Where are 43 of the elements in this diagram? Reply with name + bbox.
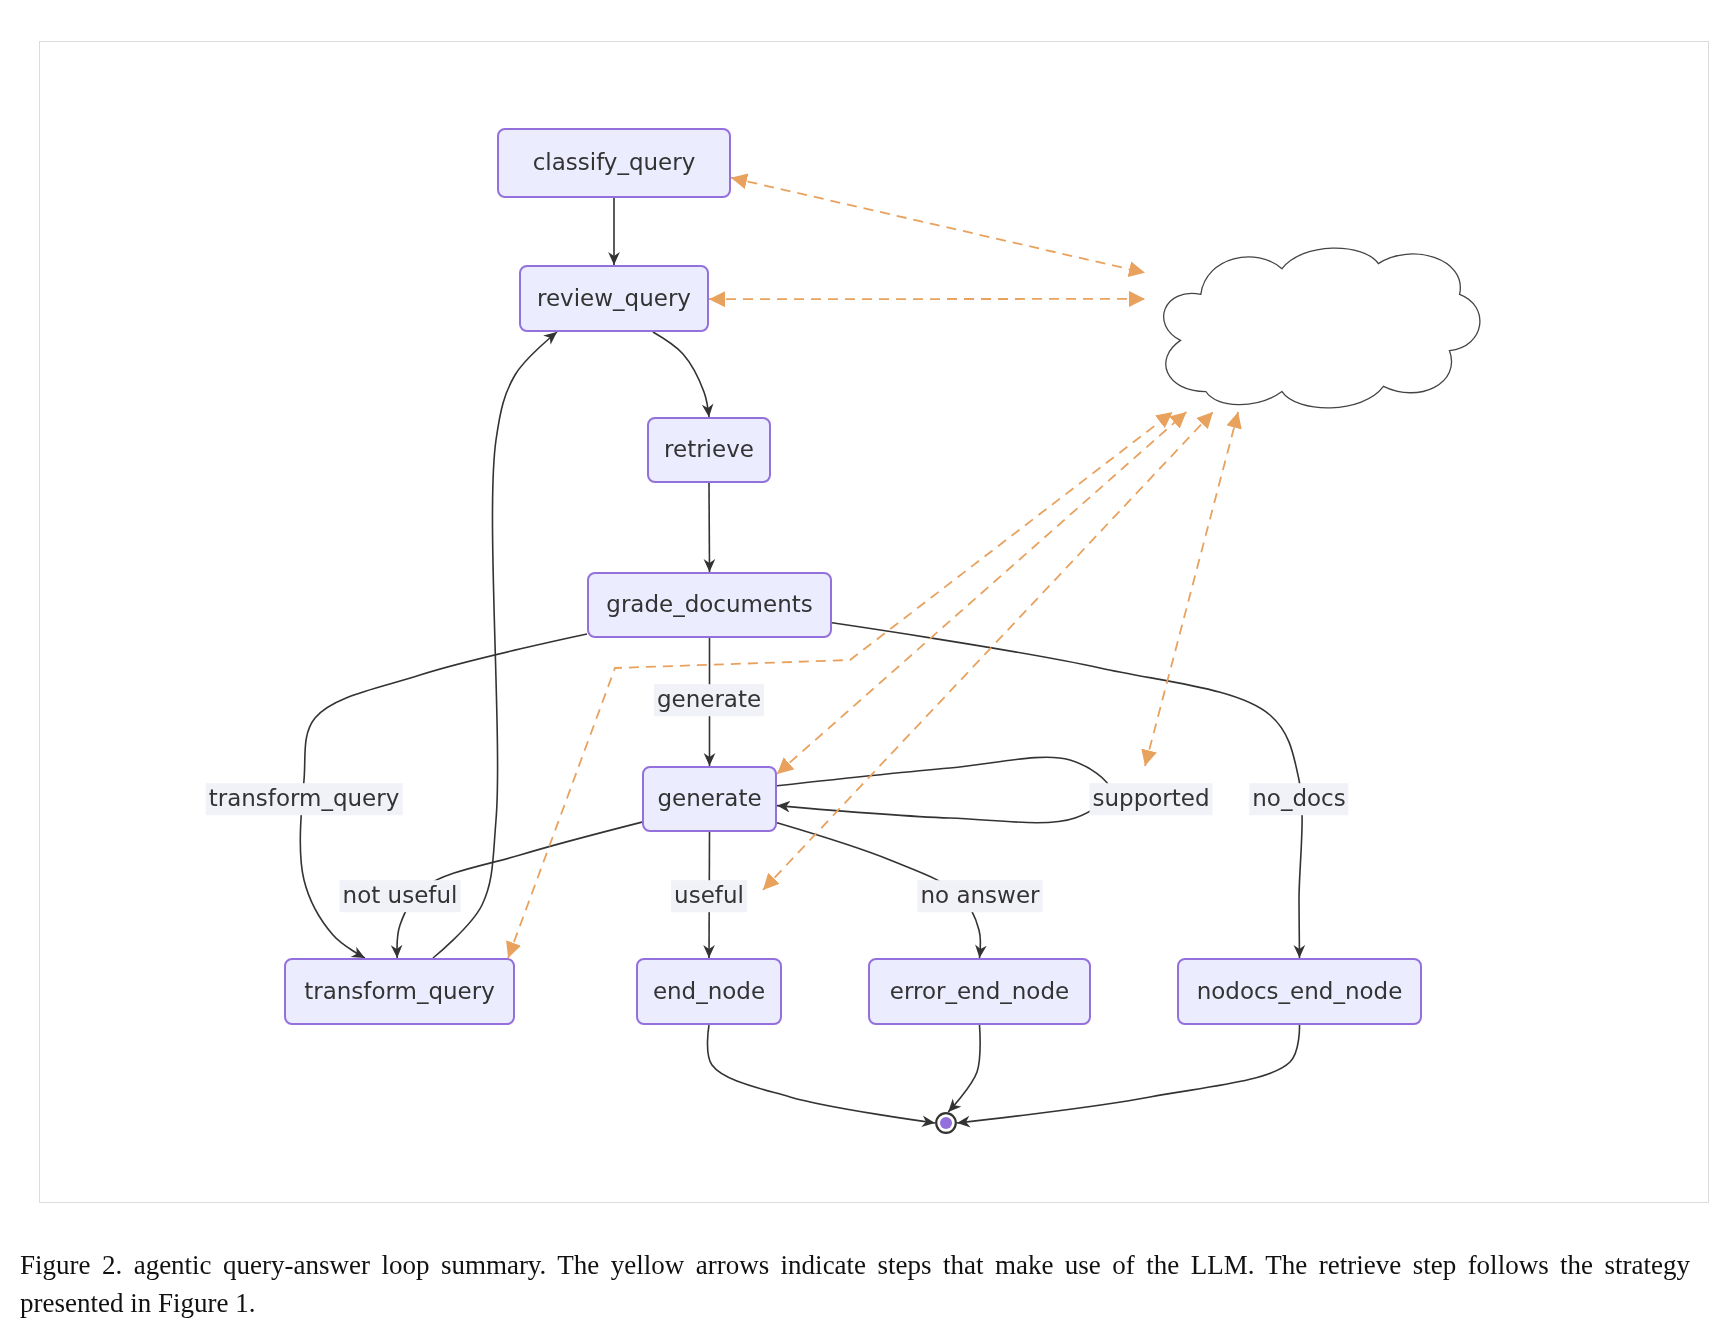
node-label: transform_query	[304, 977, 495, 1006]
edge-label: generate	[653, 684, 765, 716]
dashed-arrow	[506, 411, 1174, 959]
dashed-arrow	[762, 411, 1214, 891]
process-box	[647, 417, 771, 483]
dashed-arrow	[1141, 411, 1242, 767]
node-label: grade_documents	[606, 591, 813, 619]
arrow	[652, 331, 714, 418]
process-box	[642, 766, 777, 832]
process-box	[519, 265, 709, 332]
dashed-arrow	[708, 290, 1146, 308]
process-box	[636, 958, 782, 1025]
node-label: classify_query	[532, 149, 696, 177]
arrow	[831, 622, 1306, 959]
process-box	[587, 572, 832, 638]
arrow	[776, 756, 1111, 824]
node-label: nodocs_end_node	[1196, 977, 1403, 1006]
arrow	[947, 1024, 981, 1113]
end-state-circle	[935, 1112, 957, 1134]
node-label: error_end_node	[889, 977, 1070, 1006]
node-label: generate	[657, 785, 762, 813]
node-label: review_query	[537, 284, 691, 313]
arrow	[432, 331, 558, 959]
node-label: end_node	[652, 977, 766, 1006]
edge-label: transform_query	[205, 783, 403, 815]
process-box	[284, 958, 515, 1025]
dashed-arrow	[730, 173, 1146, 277]
dashed-arrow	[776, 411, 1188, 775]
edge-label: no_docs	[1249, 783, 1349, 815]
process-box	[868, 958, 1091, 1025]
figure-caption: Figure 2. agentic query-answer loop summary. The yellow arrows indicate steps that make use of the LLM. The retrieve step follows the strategy presented in Figure 1.	[20, 1249, 1690, 1320]
edge-label: not useful	[339, 880, 461, 912]
arrow	[608, 197, 620, 266]
arrow	[706, 1024, 936, 1127]
process-box	[497, 128, 731, 198]
edge-label: useful	[671, 880, 747, 912]
process-box	[1177, 958, 1422, 1025]
arrow	[299, 633, 588, 959]
edge-label: supported	[1089, 783, 1213, 815]
node-label: retrieve	[664, 436, 754, 464]
arrow	[956, 1024, 1301, 1128]
edge-label: no answer	[917, 880, 1043, 912]
arrow	[703, 482, 716, 573]
